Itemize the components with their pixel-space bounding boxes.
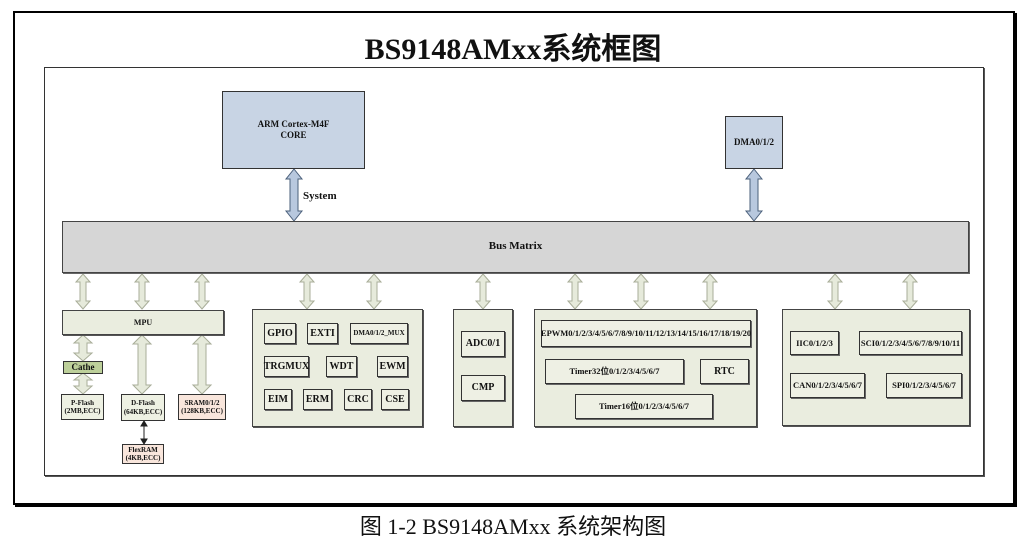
- communication-group: [782, 309, 970, 426]
- sram-block: SRAM0/1/2 (128KB,ECC): [178, 394, 226, 420]
- iic-block: IIC0/1/2/3: [790, 331, 839, 355]
- ewm-block: EWM: [377, 356, 408, 377]
- dflash-size: (64KB,ECC): [123, 407, 163, 416]
- trgmux-block: TRGMUX: [264, 356, 309, 377]
- sram-size: (128KB,ECC): [181, 407, 223, 415]
- gpio-block: GPIO: [264, 323, 296, 344]
- crc-block: CRC: [344, 389, 372, 410]
- mpu-block: MPU: [62, 310, 224, 335]
- wdt-block: WDT: [326, 356, 357, 377]
- eim-block: EIM: [264, 389, 292, 410]
- dflash-name: D-Flash: [131, 399, 155, 408]
- rtc-block: RTC: [700, 359, 749, 384]
- arm-core-block: ARM Cortex-M4F CORE: [222, 91, 365, 169]
- cse-block: CSE: [381, 389, 409, 410]
- analog-group: [453, 309, 513, 427]
- pflash-size: (2MB,ECC): [64, 407, 101, 415]
- core-label-line1: ARM Cortex-M4F: [257, 119, 330, 130]
- timer32-block: Timer32位0/1/2/3/4/5/6/7: [545, 359, 684, 384]
- core-label-line2: CORE: [280, 130, 307, 140]
- cache-block: Cathe: [63, 361, 103, 374]
- erm-block: ERM: [303, 389, 332, 410]
- sram-name: SRAM0/1/2: [184, 398, 220, 407]
- sci-block: SCI0/1/2/3/4/5/6/7/8/9/10/11: [859, 331, 962, 355]
- figure-caption: 图 1-2 BS9148AMxx 系统架构图: [359, 514, 667, 539]
- flexram-name: FlexRAM: [128, 445, 158, 454]
- pflash-name: P-Flash: [71, 398, 94, 407]
- dma-mux-block: DMA0/1/2_MUX: [350, 323, 408, 344]
- flexram-size: (4KB,ECC): [125, 454, 161, 462]
- bus-matrix: Bus Matrix: [62, 221, 969, 273]
- dma-block: DMA0/1/2: [725, 116, 783, 169]
- pflash-block: P-Flash (2MB,ECC): [61, 394, 104, 420]
- flexram-block: FlexRAM (4KB,ECC): [122, 444, 164, 464]
- exti-block: EXTI: [307, 323, 338, 344]
- system-bus-label: System: [303, 190, 337, 202]
- cmp-block: CMP: [461, 375, 505, 401]
- can-block: CAN0/1/2/3/4/5/6/7: [790, 373, 865, 398]
- timer16-block: Timer16位0/1/2/3/4/5/6/7: [575, 394, 713, 419]
- adc-block: ADC0/1: [461, 331, 505, 357]
- diagram-title: BS9148AMxx系统框图: [364, 33, 662, 66]
- spi-block: SPI0/1/2/3/4/5/6/7: [886, 373, 962, 398]
- dflash-block: D-Flash (64KB,ECC): [121, 394, 165, 421]
- epwm-block: EPWM0/1/2/3/4/5/6/7/8/9/10/11/12/13/14/1…: [541, 320, 751, 347]
